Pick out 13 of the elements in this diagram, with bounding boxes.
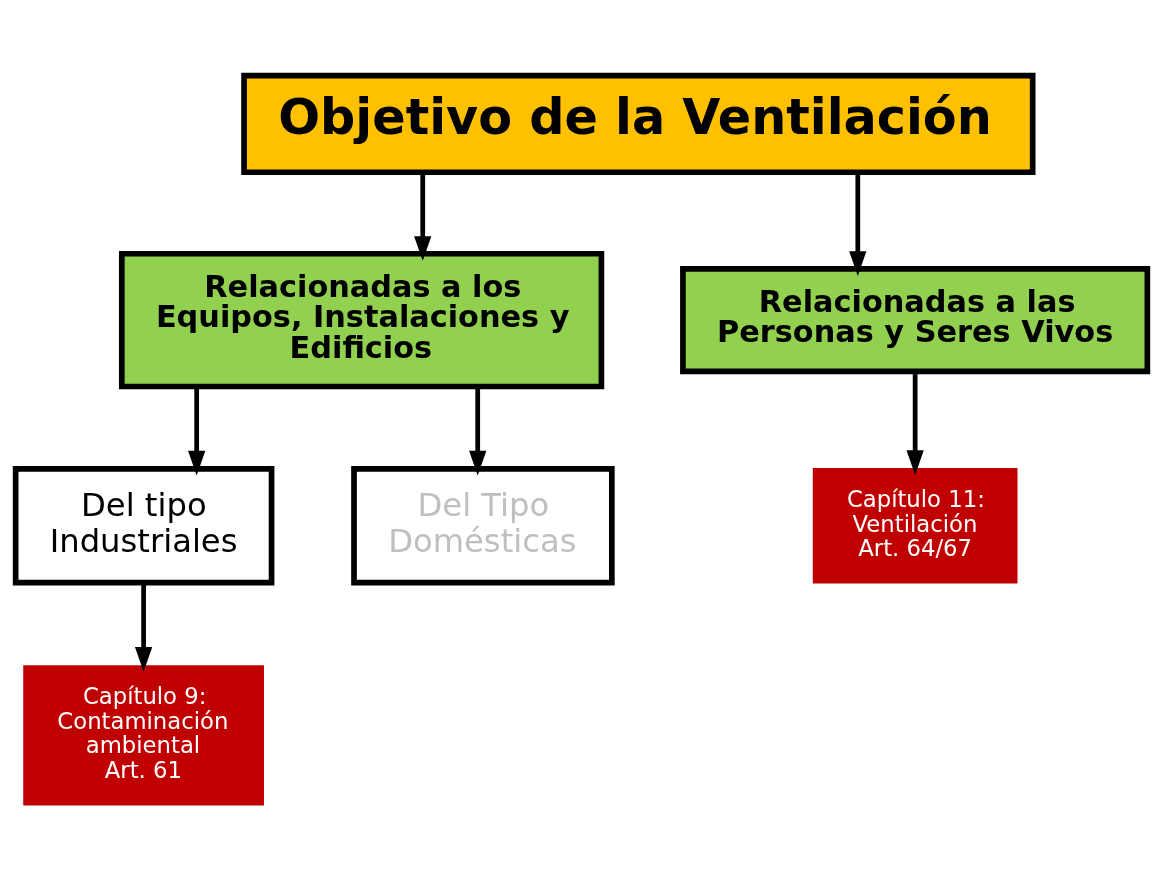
node-box: Objetivo de la Ventilación — [241, 72, 1036, 176]
node-box: Capítulo 11: Ventilación Art. 64/67 — [812, 468, 1018, 584]
arrow — [414, 172, 432, 261]
arrow — [188, 386, 206, 476]
node-box: Relacionadas a los Equipos, Instalaciones y Edificios — [118, 250, 605, 390]
node-box: Capítulo 9: Contaminación ambiental Art. 61 — [23, 665, 264, 806]
node-box: Relacionadas a las Personas y Seres Vivos — [680, 266, 1151, 375]
arrow — [906, 371, 924, 475]
arrow — [469, 386, 487, 476]
node-box: Del tipo Industriales — [12, 466, 275, 586]
arrow — [849, 172, 867, 276]
node-box: Del Tipo Domésticas — [351, 466, 615, 586]
arrow — [134, 583, 153, 672]
